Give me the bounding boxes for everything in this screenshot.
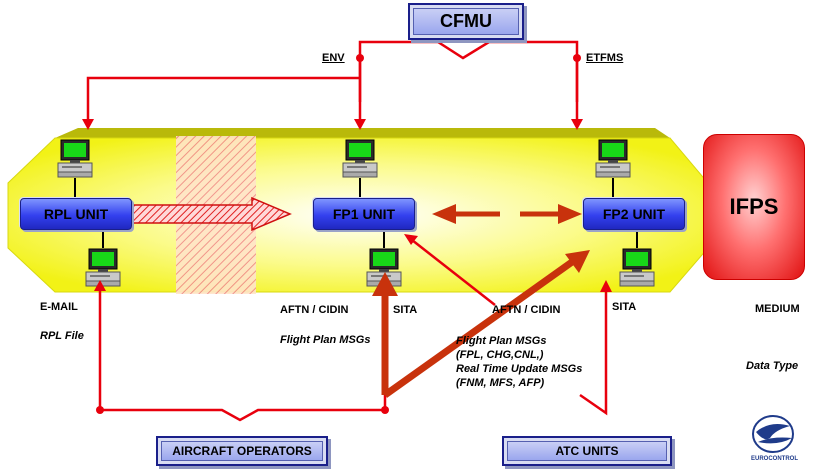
atc-units-connector <box>579 280 612 416</box>
cfmu-arrowheads <box>82 54 583 130</box>
atc-units-label: ATC UNITS <box>507 441 667 461</box>
eurocontrol-logo-icon <box>752 415 794 453</box>
fp1-unit-box: FP1 UNIT <box>313 198 415 230</box>
rpl-file-label: RPL File <box>40 330 84 342</box>
cfmu-box: CFMU <box>408 3 524 40</box>
computer-icon <box>619 248 655 287</box>
aftn-cidin-right-label: AFTN / CIDIN <box>492 304 561 316</box>
thick-message-arrows <box>381 259 575 398</box>
computer-icon <box>85 248 121 287</box>
messages-to-fp1-arrow <box>404 234 496 306</box>
ifps-box: IFPS <box>703 134 805 280</box>
rpl-unit-box: RPL UNIT <box>20 198 132 230</box>
message-line: (FNM, MFS, AFP) <box>456 377 545 389</box>
cfmu-connectors <box>86 40 579 125</box>
message-line: Real Time Update MSGs <box>456 363 583 375</box>
cfmu-label: CFMU <box>413 8 519 35</box>
aftn-cidin-left-label: AFTN / CIDIN <box>280 304 349 316</box>
band-top-face <box>55 128 670 138</box>
computer-icon <box>342 139 378 178</box>
fp2-unit-box: FP2 UNIT <box>583 198 685 230</box>
flight-plan-msgs-left-label: Flight Plan MSGs <box>280 334 371 346</box>
thick-arrowheads <box>372 250 590 296</box>
medium-label: MEDIUM <box>755 303 800 315</box>
aircraft-operators-markers <box>94 280 389 414</box>
aircraft-operators-box: AIRCRAFT OPERATORS <box>156 436 328 466</box>
pc-links <box>74 178 638 248</box>
etfms-label: ETFMS <box>586 52 624 64</box>
computer-icon <box>595 139 631 178</box>
message-line: (FPL, CHG,CNL,) <box>456 349 544 361</box>
sita-right-label: SITA <box>612 301 637 313</box>
eurocontrol-logo-text: EUROCONTROL <box>751 456 798 462</box>
message-line: Flight Plan MSGs <box>456 335 547 347</box>
atc-units-box: ATC UNITS <box>502 436 672 466</box>
sita-left-label: SITA <box>393 304 418 316</box>
email-label: E-MAIL <box>40 301 78 313</box>
fp1-fp2-exchange-arrows <box>432 204 582 224</box>
rpl-to-fp1-arrow <box>132 196 292 232</box>
data-type-label: Data Type <box>746 360 799 372</box>
computer-icon <box>57 139 93 178</box>
env-label: ENV <box>322 52 345 64</box>
aircraft-operators-label: AIRCRAFT OPERATORS <box>161 441 323 461</box>
